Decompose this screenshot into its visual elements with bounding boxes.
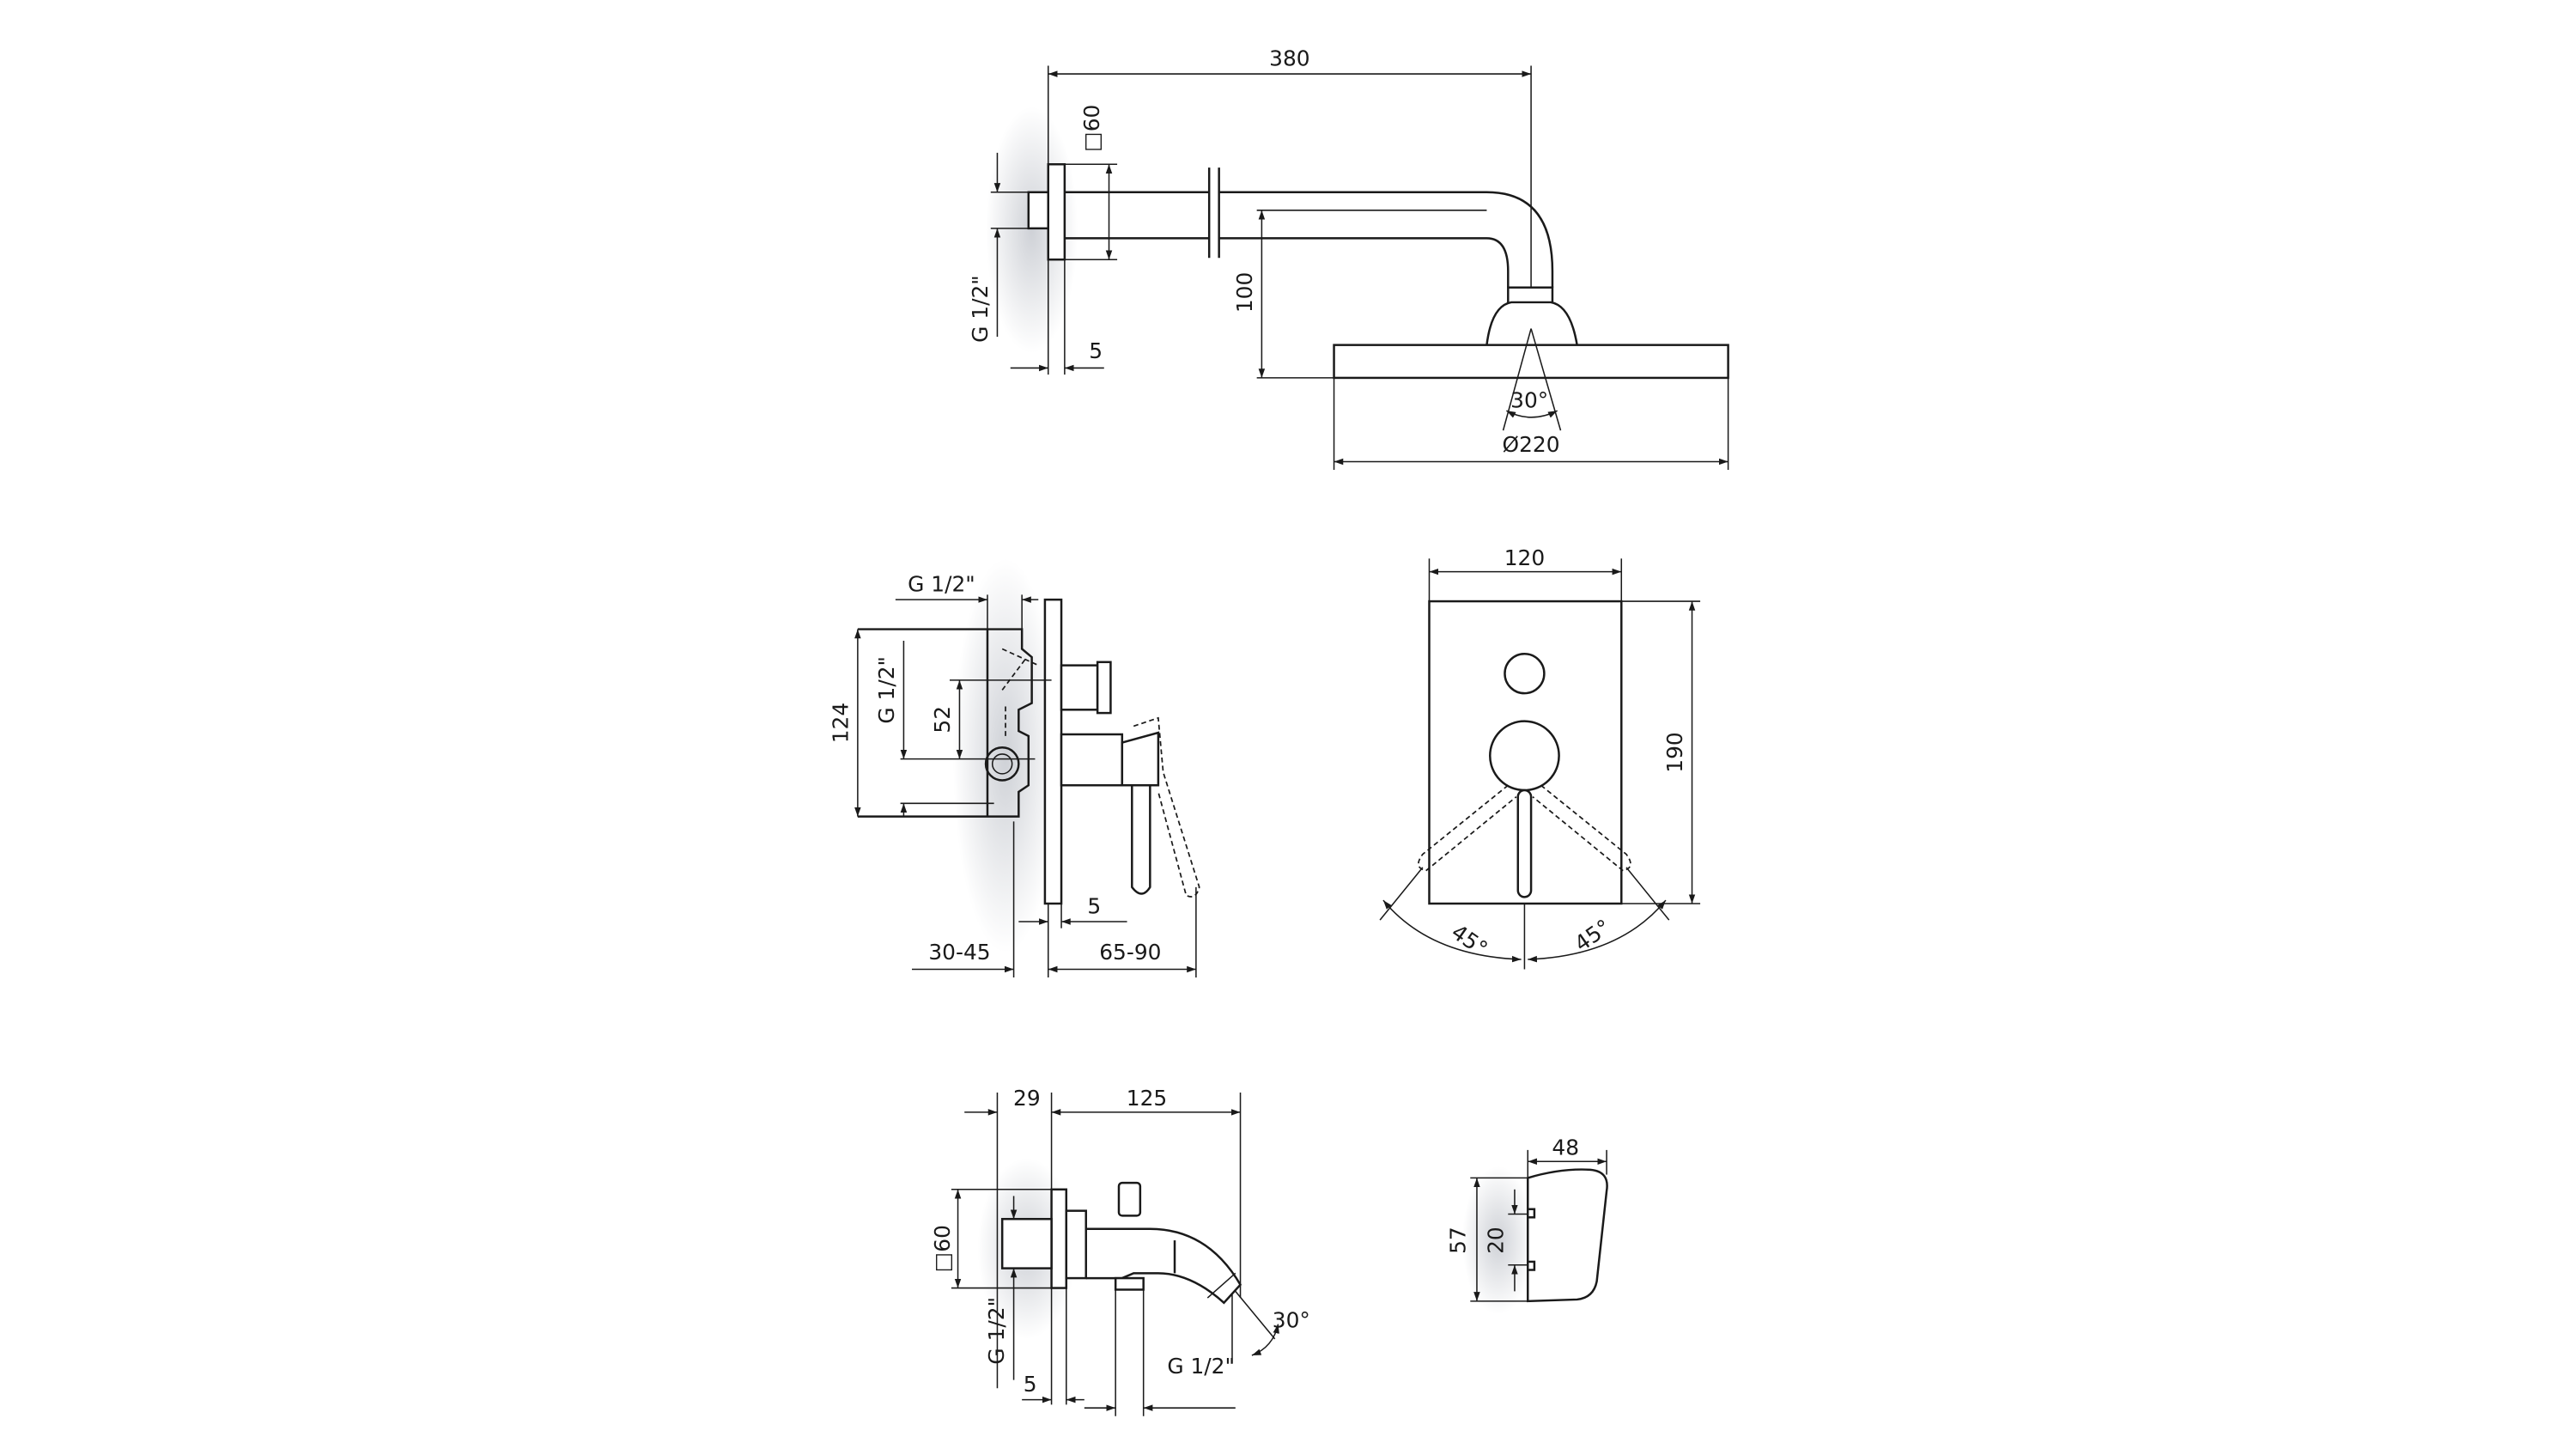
mixer-front-view: 120 190 45° 45° <box>1379 545 1701 970</box>
diverter-knob <box>1060 664 1099 711</box>
diverter-pull <box>1117 1181 1142 1217</box>
dim-outlet-angle: 30° <box>1273 1307 1310 1332</box>
dim-thread: G 1/2" <box>968 275 993 343</box>
dim-spray-angle: 30° <box>1510 387 1548 412</box>
dim-wall-thread: G 1/2" <box>984 1297 1009 1365</box>
dim-spout-length: 125 <box>1127 1086 1167 1111</box>
dim-install-depth: 30-45 <box>928 940 990 965</box>
dim-plate-width: 120 <box>1504 545 1545 570</box>
dim-head-diameter: Ø220 <box>1503 432 1560 457</box>
shower-arm <box>1064 191 1554 288</box>
dim-spout-flange: □60 <box>930 1225 955 1272</box>
diverter-button <box>1504 653 1546 695</box>
mixer-body <box>857 628 1033 818</box>
hand-shower-holder <box>1527 1168 1608 1303</box>
lever <box>1121 731 1160 787</box>
wall-flange <box>1047 163 1066 261</box>
dim-flange-size: □60 <box>1079 105 1104 152</box>
dim-angle-right: 45° <box>1570 914 1615 956</box>
dim-arm-length: 380 <box>1269 46 1309 71</box>
inlet-port <box>984 746 1020 782</box>
dim-holder-height: 57 <box>1446 1227 1471 1254</box>
thread-nipple <box>1027 191 1049 230</box>
spout-body <box>1085 1227 1242 1305</box>
shower-arm-view: 380 30° Ø220 100 □60 G 1/2" 5 <box>968 46 1729 471</box>
cover-plate <box>1043 598 1063 905</box>
holder-view: 48 57 20 <box>1446 1135 1608 1303</box>
dim-hole-spacing: 20 <box>1484 1227 1509 1254</box>
dim-side-thread: G 1/2" <box>874 656 899 724</box>
dim-drop-height: 100 <box>1232 272 1257 313</box>
dim-top-thread: G 1/2" <box>908 572 975 597</box>
dim-holder-width: 48 <box>1552 1135 1579 1160</box>
spout-flange <box>1050 1188 1068 1289</box>
dim-port-offset: 52 <box>930 706 955 734</box>
spout-view: 29 125 G 1/2" □60 G 1/2" 5 30° <box>930 1086 1310 1416</box>
dim-projection: 65-90 <box>1099 940 1161 965</box>
dim-plate-height: 190 <box>1662 732 1687 772</box>
shower-head-dome <box>1485 301 1578 345</box>
dim-outlet-thread: G 1/2" <box>1167 1354 1235 1379</box>
dim-flange-thickness: 5 <box>1089 338 1103 363</box>
shower-head <box>1333 344 1729 380</box>
spout-nipple <box>1000 1217 1053 1269</box>
wall-shadow <box>1461 1166 1534 1315</box>
dim-spout-depth: 29 <box>1013 1086 1041 1111</box>
wall-shadow <box>952 558 1059 953</box>
front-lever <box>1516 788 1533 898</box>
handle-body <box>1060 733 1124 787</box>
dim-plate-thickness: 5 <box>1087 893 1101 918</box>
dim-body-height: 124 <box>828 703 853 743</box>
dim-angle-left: 45° <box>1447 919 1492 961</box>
dim-spout-plate-thickness: 5 <box>1024 1372 1037 1397</box>
mixer-side-view: 124 G 1/2" 52 G 1/2" 5 30-45 65-90 <box>828 572 1200 978</box>
